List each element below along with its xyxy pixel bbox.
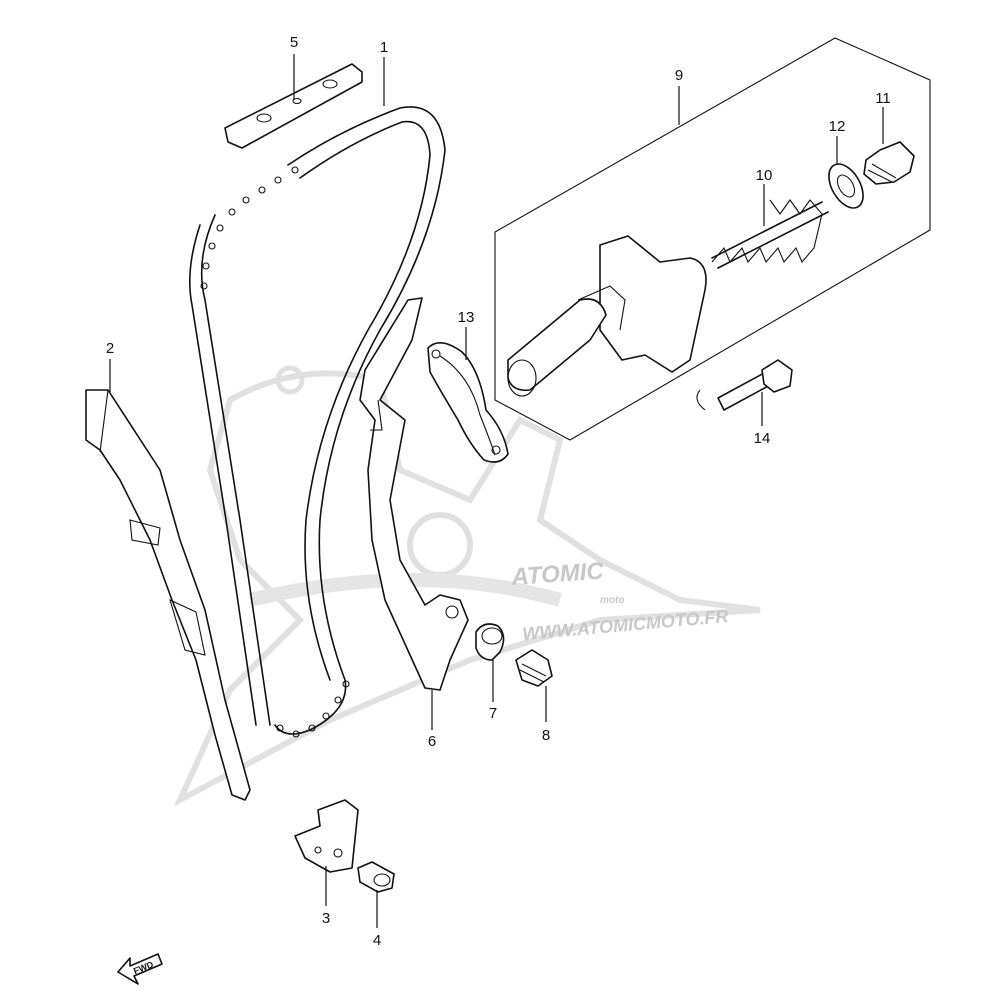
callout-10: 10 xyxy=(756,167,773,184)
fwd-arrow-icon: FWD xyxy=(117,953,163,985)
callout-14: 14 xyxy=(754,430,771,447)
gasket-washer-part xyxy=(828,163,864,209)
callout-8: 8 xyxy=(542,727,550,744)
fwd-label: FWD xyxy=(132,959,155,976)
leader-lines xyxy=(109,54,884,928)
callout-6: 6 xyxy=(428,733,436,750)
callout-13: 13 xyxy=(458,309,475,326)
callout-4: 4 xyxy=(373,932,381,949)
callout-labels: 1 2 3 4 5 6 7 8 9 10 11 12 13 14 xyxy=(106,34,891,949)
tensioner-assembly-box xyxy=(494,37,931,441)
watermark-brand: ATOMIC xyxy=(510,558,606,591)
callout-5: 5 xyxy=(290,34,298,51)
spacer-collar-part xyxy=(475,623,505,661)
callout-3: 3 xyxy=(322,910,330,927)
callout-7: 7 xyxy=(489,705,497,722)
upper-chain-guide-part xyxy=(224,63,363,149)
cam-chain-part xyxy=(188,106,446,738)
spring-part xyxy=(711,199,829,269)
chain-guide-bottom-part xyxy=(294,799,359,873)
callout-9: 9 xyxy=(675,67,683,84)
chain-guide-front-part xyxy=(85,389,251,801)
cap-bolt-part xyxy=(863,141,915,185)
bolt-tensioner-guide-part xyxy=(515,649,553,687)
mounting-bolt-part xyxy=(696,359,793,411)
callout-2: 2 xyxy=(106,340,114,357)
tensioner-guide-part xyxy=(359,297,469,691)
callout-12: 12 xyxy=(829,118,846,135)
bolt-bottom-guide-part xyxy=(357,861,395,893)
tensioner-gasket-part xyxy=(427,342,509,463)
watermark-url: WWW.ATOMICMOTO.FR xyxy=(522,606,730,644)
watermark-sub: moto xyxy=(600,595,624,606)
callout-1: 1 xyxy=(380,39,388,56)
callout-11: 11 xyxy=(875,90,891,107)
